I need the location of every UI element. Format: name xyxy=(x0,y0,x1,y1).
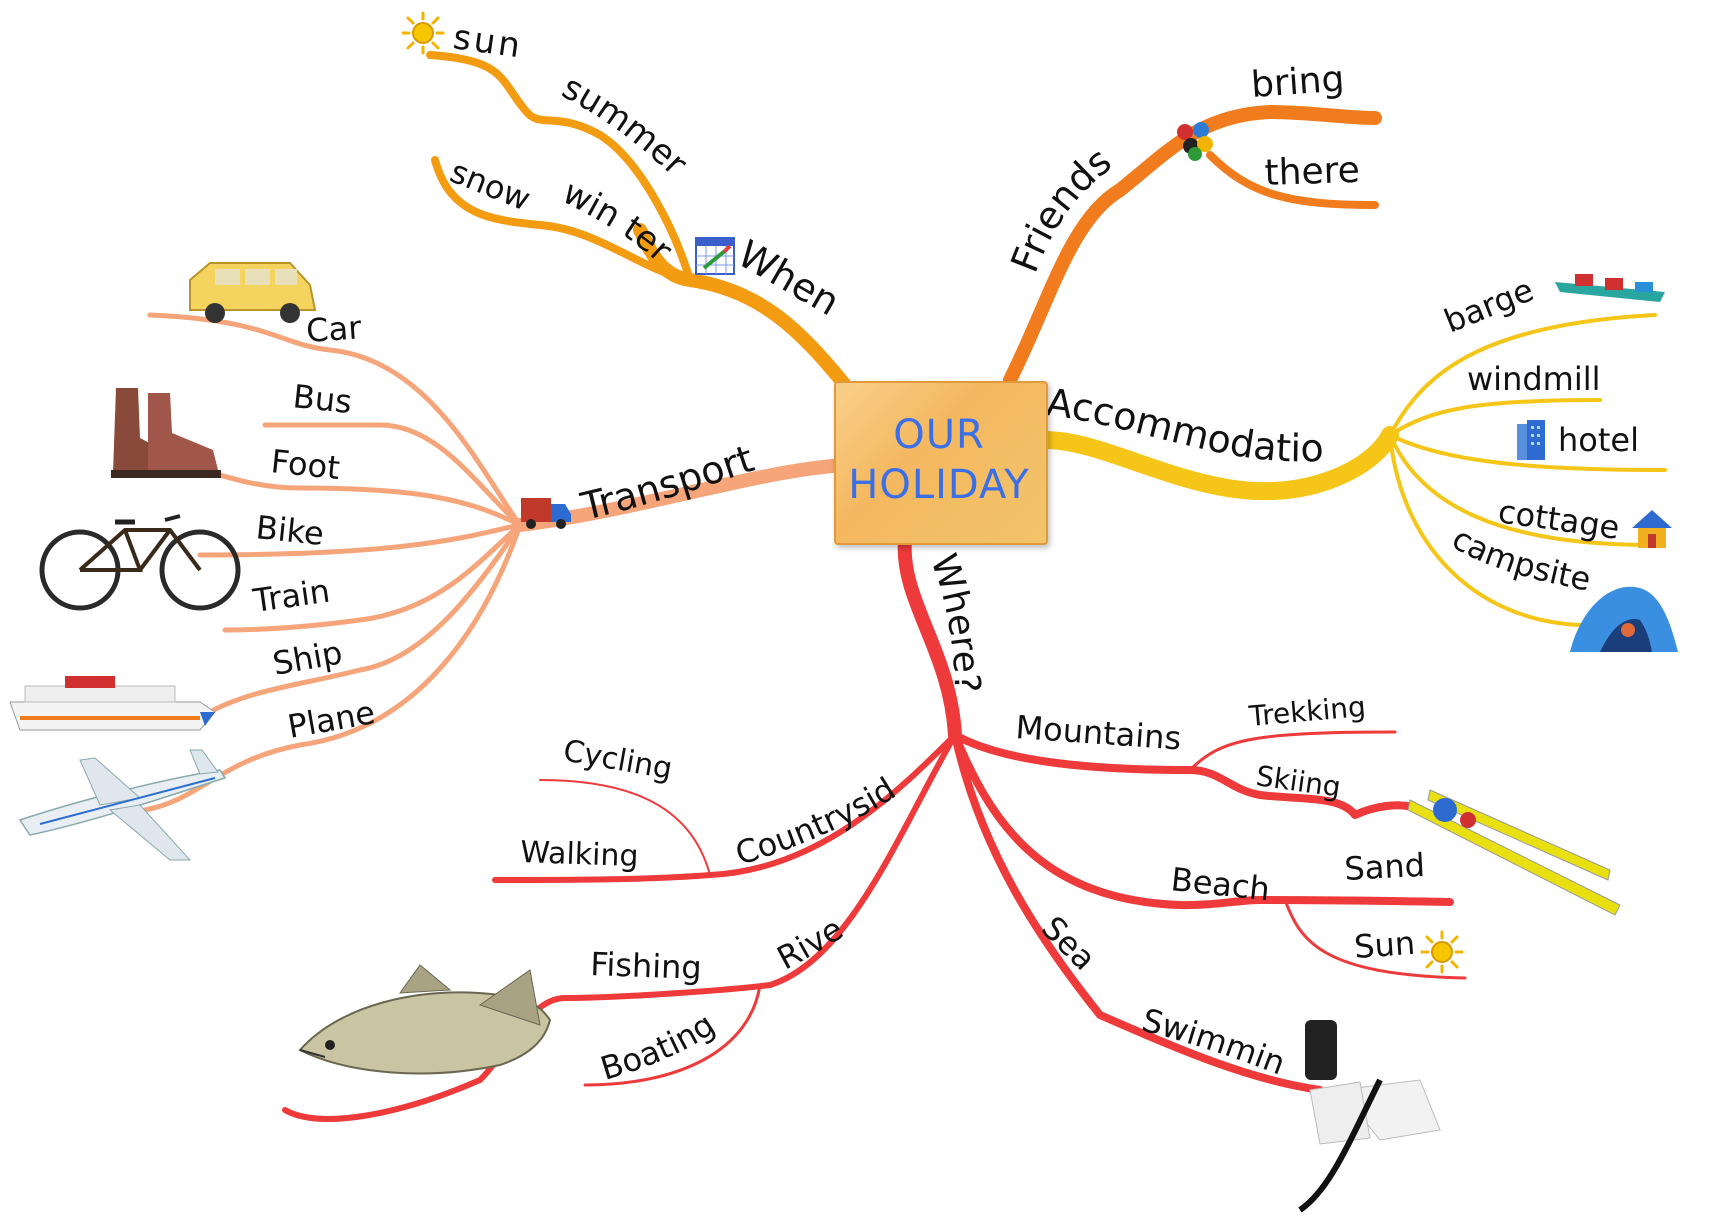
accommodation-windmill-label: windmill xyxy=(1467,360,1601,398)
when-branch: When win ter summer snow sun xyxy=(401,11,852,392)
boots-icon xyxy=(111,388,221,478)
hotel-icon xyxy=(1517,420,1545,460)
airplane-icon xyxy=(18,749,227,861)
where-cycling-label: Cycling xyxy=(561,733,675,787)
where-walking-label: Walking xyxy=(520,835,639,874)
friends-bring-label: bring xyxy=(1250,59,1346,106)
friends-there-label: there xyxy=(1264,150,1361,194)
center-title: OUR HOLIDAY xyxy=(834,410,1044,510)
tent-icon xyxy=(1570,586,1678,652)
center-title-line1: OUR xyxy=(893,412,985,458)
accommodation-hotel-label: hotel xyxy=(1558,421,1639,459)
where-sea-label: Sea xyxy=(1034,909,1103,978)
group-icon xyxy=(1177,122,1213,161)
center-topic xyxy=(834,381,1048,545)
snorkel-gear-icon xyxy=(1298,1020,1441,1213)
transport-bus-label: Bus xyxy=(291,377,354,421)
when-label: When xyxy=(731,232,848,325)
fish-icon xyxy=(298,964,552,1075)
where-trekking-label: Trekking xyxy=(1247,690,1367,733)
cruise-ship-icon xyxy=(9,676,216,731)
where-mountains-label: Mountains xyxy=(1014,708,1182,757)
friends-branch: Friends bring there xyxy=(1002,59,1382,387)
skis-icon xyxy=(1407,789,1621,916)
where-sun-label: Sun xyxy=(1353,924,1416,966)
where-branch: Where? Mountains Trekking Skiing Beach S… xyxy=(0,0,1621,1213)
cottage-icon xyxy=(1632,510,1672,548)
when-snow-label: snow xyxy=(445,152,536,218)
car-icon xyxy=(189,262,317,323)
when-winter-label: win ter xyxy=(556,172,680,270)
barge-icon xyxy=(1555,274,1665,302)
when-sun-label: sun xyxy=(451,17,526,66)
accommodation-barge-label: barge xyxy=(1439,271,1539,341)
where-sand-label: Sand xyxy=(1343,846,1425,888)
where-fishing-label: Fishing xyxy=(590,945,703,987)
bicycle-icon xyxy=(39,514,241,611)
center-title-line2: HOLIDAY xyxy=(848,462,1030,508)
calendar-icon xyxy=(695,237,735,275)
accommodation-cottage-label: cottage xyxy=(1496,492,1622,547)
sun-icon xyxy=(1420,930,1464,974)
transport-plane-label: Plane xyxy=(285,693,378,746)
transport-label: Transport xyxy=(576,436,759,529)
truck-icon xyxy=(521,498,571,529)
where-label: Where? xyxy=(922,549,987,693)
transport-car-label: Car xyxy=(305,308,363,350)
sun-icon xyxy=(401,11,445,55)
transport-train-label: Train xyxy=(250,572,332,620)
transport-foot-label: Foot xyxy=(269,442,342,487)
transport-branch: Transport Car Bus Foot Bike Train Ship P… xyxy=(9,262,852,861)
transport-bike-label: Bike xyxy=(254,508,326,553)
